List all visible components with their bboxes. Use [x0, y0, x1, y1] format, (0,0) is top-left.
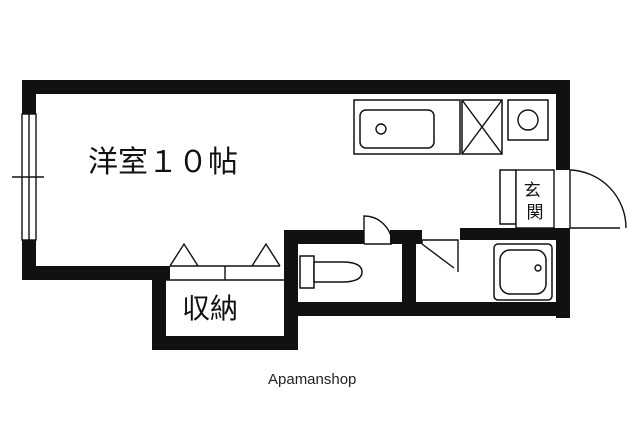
- entrance-label-char-1: 玄: [524, 181, 541, 201]
- room-label-storage: 収納: [182, 292, 238, 325]
- kitchen: [353, 99, 549, 155]
- toilet-fixture: [299, 255, 363, 289]
- window: [12, 113, 44, 241]
- storage-doors: [166, 242, 284, 281]
- toilet-door: [363, 215, 393, 245]
- room-label-western: 洋室１０帖: [88, 145, 238, 180]
- front-door-swing-icon: [569, 169, 627, 229]
- entrance-label-char-2: 関: [527, 203, 544, 223]
- room-label-entrance: 玄 関: [524, 181, 546, 223]
- watermark: Apamanshop: [268, 371, 356, 388]
- washer-icon: [517, 109, 539, 131]
- bath-door: [421, 239, 459, 272]
- entrance-area: [499, 169, 627, 229]
- walls: [22, 80, 570, 350]
- sink-drain-icon: [375, 123, 387, 135]
- toilet-icon: [313, 261, 363, 283]
- bathtub: [493, 243, 553, 301]
- bath-drain-icon: [534, 264, 542, 272]
